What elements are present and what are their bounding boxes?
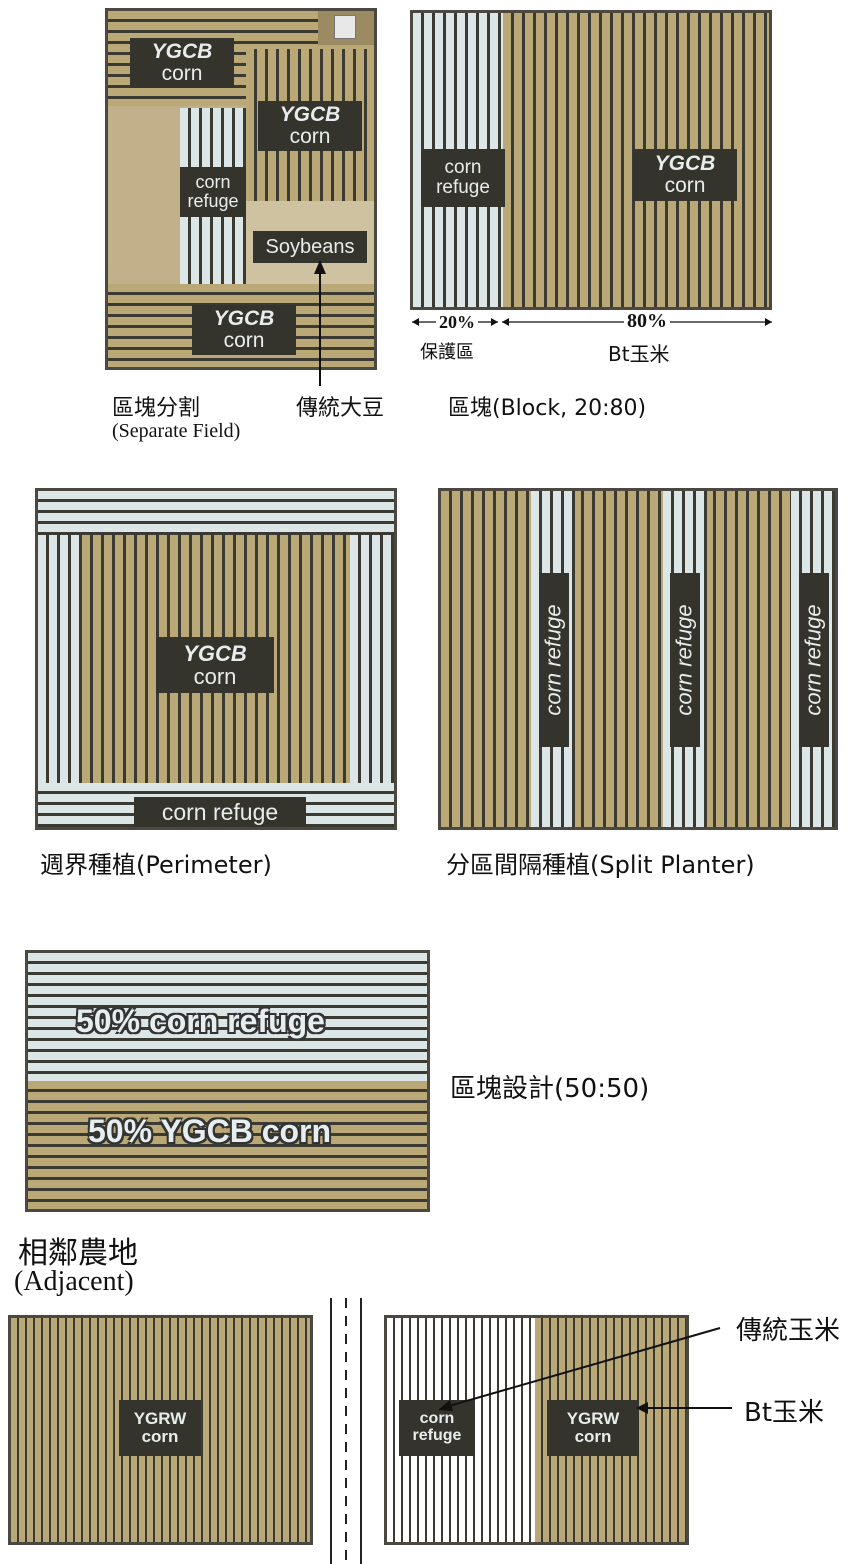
adjacent-title-zh: 相鄰農地 [18, 1236, 138, 1271]
split-refuge-label-3: corn refuge [799, 573, 829, 747]
block-zone-right: Bt玉米 [608, 342, 670, 366]
bt-corn-label: Bt玉米 [744, 1398, 825, 1428]
split-planter-caption: 分區間隔種植(Split Planter) [446, 851, 755, 879]
refuge-half [28, 953, 427, 1081]
soybean-arrow [314, 260, 326, 386]
block-pct-left: 20% [436, 312, 478, 333]
block-pct-right: 80% [624, 310, 670, 333]
split-refuge-label-2: corn refuge [670, 573, 700, 747]
corner-icon [318, 11, 374, 45]
split-refuge-label-1: corn refuge [539, 573, 569, 747]
road-divider [330, 1298, 362, 1564]
separate-field-caption-zh: 區塊分割 [112, 396, 201, 421]
soybean-caption: 傳統大豆 [296, 396, 385, 421]
bt-half [28, 1081, 427, 1209]
perimeter-left-refuge [38, 535, 82, 783]
conventional-corn-label: 傳統玉米 [736, 1316, 841, 1346]
separate-field-caption-en: (Separate Field) [112, 420, 241, 442]
perimeter-top-refuge [38, 491, 394, 535]
perimeter-right-refuge [350, 535, 394, 783]
left-field [108, 108, 180, 284]
adjacent-title-en: (Adjacent) [14, 1266, 134, 1297]
block-50-50-caption: 區塊設計(50:50) [450, 1074, 650, 1104]
refuge-half-label: 50% corn refuge [76, 1003, 325, 1039]
callout-arrows [438, 1327, 732, 1414]
perimeter-bottom-label: corn refuge [134, 797, 306, 827]
block-zone-left: 保護區 [420, 342, 474, 363]
soybeans-label: Soybeans [253, 231, 367, 263]
bt-half-label: 50% YGCB corn [88, 1113, 332, 1149]
split-planter-diagram: corn refuge corn refuge corn refuge [438, 488, 838, 830]
perimeter-caption: 週界種植(Perimeter) [40, 851, 272, 879]
block-caption: 區塊(Block, 20:80) [448, 396, 647, 421]
block-50-50-diagram: 50% corn refuge 50% YGCB corn [25, 950, 430, 1212]
